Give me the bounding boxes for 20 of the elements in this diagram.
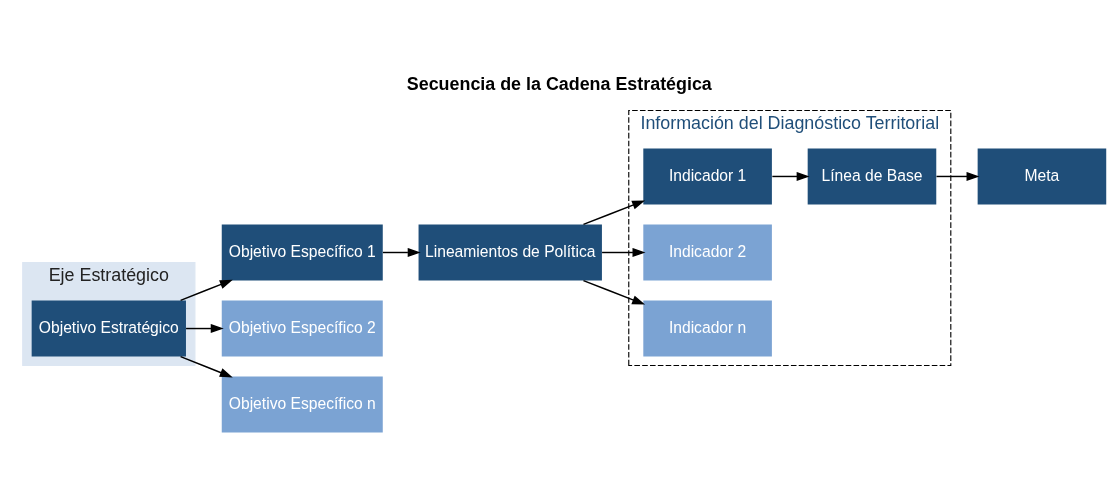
arrow (582, 279, 646, 305)
arrow (382, 247, 421, 257)
arrow (179, 355, 233, 377)
node-box: Objetivo Estratégico (31, 300, 186, 356)
node-box: Meta (977, 148, 1107, 204)
node-box: Objetivo Específico n (221, 376, 383, 433)
arrow (935, 171, 980, 181)
arrow (179, 279, 233, 301)
arrow (582, 199, 646, 225)
node-box: Objetivo Específico 2 (221, 300, 383, 356)
node-box: Indicador 2 (643, 224, 772, 280)
node-box: Lineamientos de Política (418, 224, 602, 280)
arrow (601, 247, 646, 257)
node-box: Objetivo Específico 1 (221, 224, 383, 280)
node-box: Indicador n (643, 300, 772, 356)
arrow (185, 323, 224, 333)
node-box: Línea de Base (807, 148, 937, 204)
arrow (771, 171, 810, 181)
node-box: Indicador 1 (643, 148, 772, 204)
diagram-title: Secuencia de la Cadena Estratégica (406, 73, 712, 94)
